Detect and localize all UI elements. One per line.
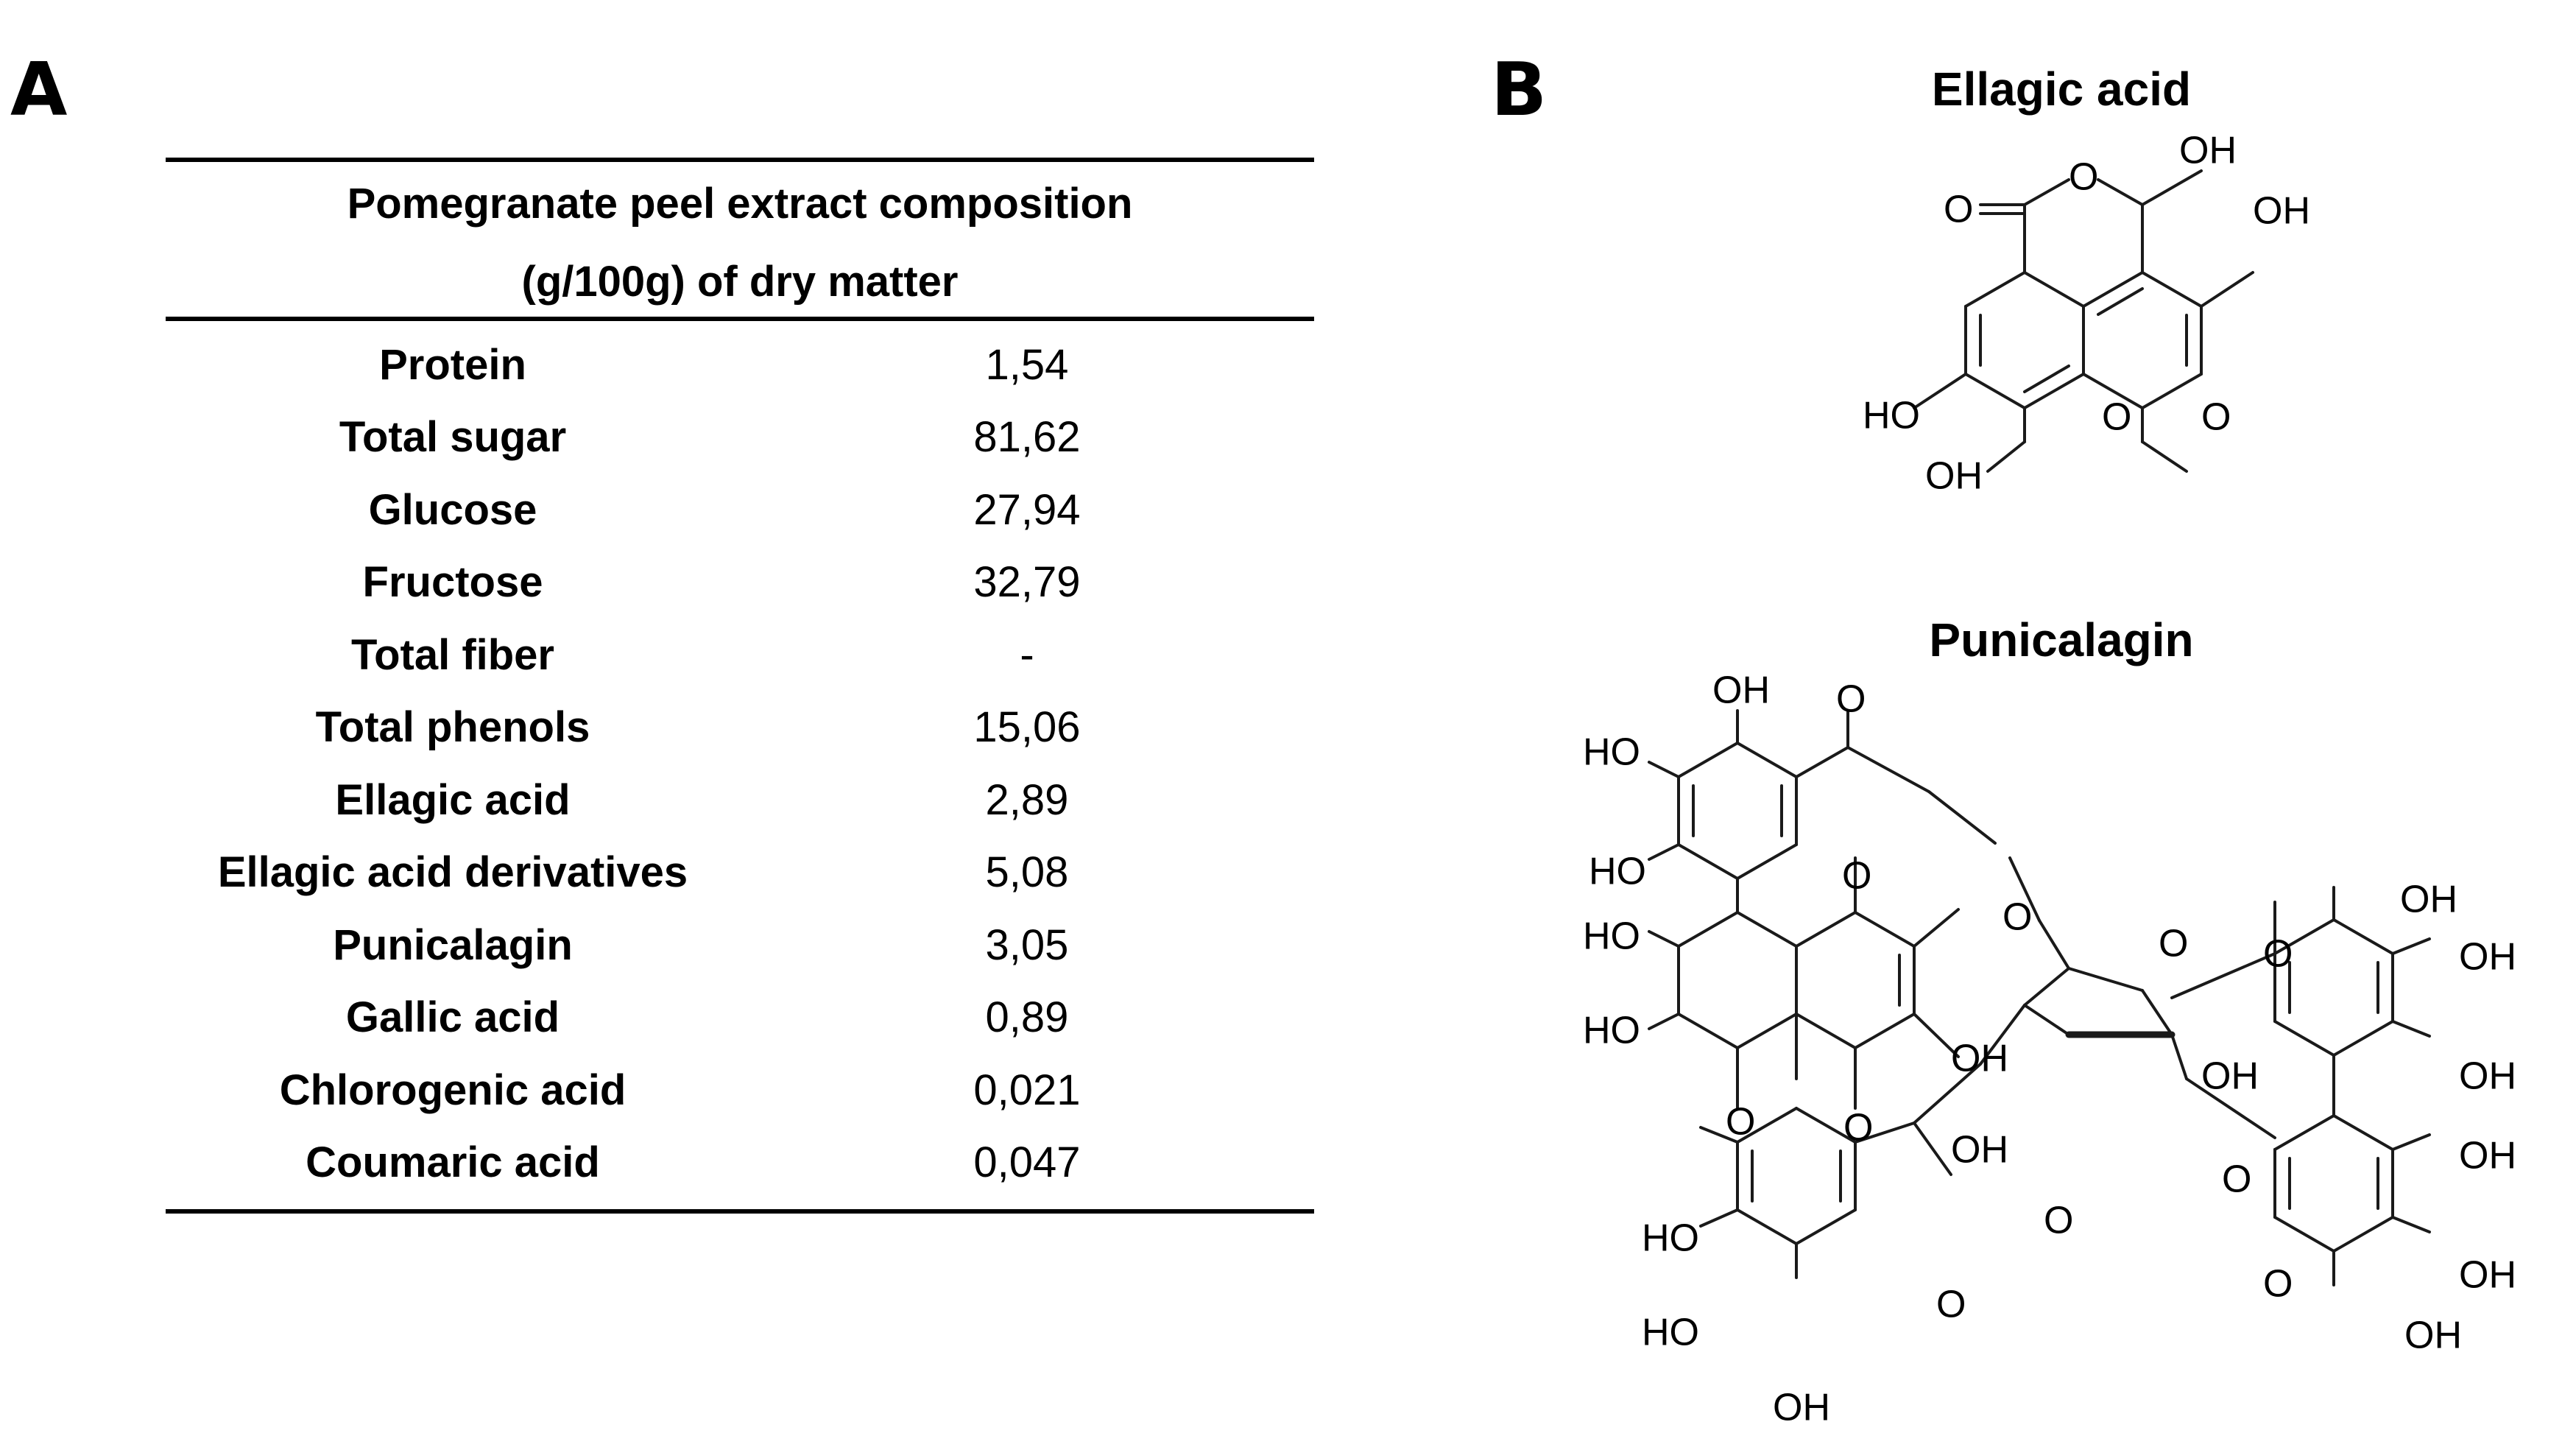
table-row: Total phenols 15,06	[166, 691, 1314, 764]
component-name: Ellagic acid	[335, 775, 571, 824]
punica-o-7: O	[2044, 1200, 2073, 1242]
punicalagin-title: Punicalagin	[1929, 613, 2194, 666]
component-value: 81,62	[973, 413, 1081, 462]
table-row: Total sugar 81,62	[166, 401, 1314, 474]
component-name: Total fiber	[350, 630, 555, 679]
punica-ho-3: HO	[1583, 915, 1640, 958]
component-value: 2,89	[985, 775, 1069, 824]
component-value: 0,047	[973, 1138, 1081, 1187]
punica-o-8: O	[2159, 923, 2188, 965]
table-row: Gallic acid 0,89	[166, 982, 1314, 1055]
table-row: Total fiber -	[166, 619, 1314, 691]
punica-oh-8: OH	[2459, 1055, 2516, 1098]
ellagic-ho-1: HO	[1863, 395, 1920, 437]
punica-oh-4: OH	[1773, 1387, 1830, 1429]
punica-o-2: O	[2002, 896, 2032, 939]
table-bottom-rule	[166, 1209, 1314, 1214]
component-value: 0,89	[985, 993, 1069, 1042]
ellagic-oh-3: OH	[1925, 455, 1983, 498]
table-top-rule	[166, 158, 1314, 162]
component-name: Punicalagin	[333, 920, 573, 969]
punica-ho-6: HO	[1642, 1312, 1699, 1354]
punicalagin-structure: OH HO HO O O O HO HO OH OH O O HO HO OH …	[1583, 669, 2516, 1429]
table-row: Ellagic acid 2,89	[166, 764, 1314, 837]
table-header-rule	[166, 317, 1314, 321]
component-name: Protein	[379, 340, 526, 389]
component-value: 1,54	[985, 340, 1069, 389]
punica-o-9: O	[2222, 1158, 2251, 1201]
punica-o-3: O	[1842, 855, 1871, 898]
component-name: Ellagic acid derivatives	[217, 848, 688, 897]
punica-oh-1: OH	[1712, 669, 1770, 712]
table-row: Punicalagin 3,05	[166, 909, 1314, 982]
panel-label-a: A	[10, 46, 68, 133]
punica-o-10: O	[2263, 933, 2293, 976]
component-value: 5,08	[985, 848, 1069, 897]
punica-ho-1: HO	[1583, 731, 1640, 774]
ellagic-acid-title: Ellagic acid	[1931, 63, 2192, 116]
panel-label-b: B	[1491, 46, 1548, 133]
punica-oh-6: OH	[2400, 879, 2457, 921]
table-title-line-1: Pomegranate peel extract composition	[347, 180, 1133, 228]
punica-o-4: O	[1726, 1101, 1755, 1144]
ellagic-o-3: O	[2102, 396, 2131, 439]
punica-o-6: O	[1936, 1284, 1966, 1326]
punica-oh-5: OH	[2201, 1055, 2259, 1098]
punica-ho-2: HO	[1589, 851, 1646, 893]
component-name: Coumaric acid	[306, 1138, 600, 1187]
component-name: Total sugar	[339, 413, 567, 462]
punica-o-11: O	[2263, 1263, 2293, 1306]
ellagic-o-1: O	[1944, 189, 1973, 231]
punica-oh-7: OH	[2459, 936, 2516, 979]
table-title-line-2: (g/100g) of dry matter	[521, 258, 959, 306]
component-name: Glucose	[368, 485, 537, 534]
punica-o-5: O	[1843, 1107, 1873, 1149]
component-value: 27,94	[973, 485, 1081, 534]
table-row: Coumaric acid 0,047	[166, 1127, 1314, 1200]
table-row: Chlorogenic acid 0,021	[166, 1054, 1314, 1127]
component-value: 3,05	[985, 920, 1069, 969]
punica-oh-3: OH	[1951, 1129, 2008, 1172]
ellagic-o-4: O	[2201, 396, 2231, 439]
table-row: Fructose 32,79	[166, 546, 1314, 619]
punica-o-1: O	[1836, 678, 1866, 721]
table-row: Ellagic acid derivatives 5,08	[166, 837, 1314, 909]
component-name: Fructose	[362, 558, 543, 607]
ellagic-oh-2: OH	[2253, 190, 2310, 233]
component-name: Gallic acid	[345, 993, 560, 1042]
punica-oh-10: OH	[2459, 1254, 2516, 1297]
punica-oh-11: OH	[2404, 1314, 2462, 1357]
ellagic-oh-1: OH	[2179, 130, 2237, 172]
component-name: Total phenols	[315, 703, 590, 752]
ellagic-acid-structure: OH OH O O HO OH O O	[1863, 130, 2310, 498]
component-value: 15,06	[973, 703, 1081, 752]
component-value: 0,021	[973, 1066, 1081, 1114]
punica-oh-2: OH	[1951, 1038, 2008, 1080]
punica-oh-9: OH	[2459, 1135, 2516, 1177]
punica-ho-5: HO	[1642, 1217, 1699, 1260]
table-row: Glucose 27,94	[166, 473, 1314, 546]
component-name: Chlorogenic acid	[279, 1066, 627, 1114]
component-value: 32,79	[973, 558, 1081, 607]
ellagic-o-2: O	[2069, 156, 2098, 199]
punica-ho-4: HO	[1583, 1010, 1640, 1052]
component-value: -	[1020, 630, 1034, 679]
table-row: Protein 1,54	[166, 328, 1314, 401]
composition-table: Pomegranate peel extract composition (g/…	[166, 158, 1314, 1214]
